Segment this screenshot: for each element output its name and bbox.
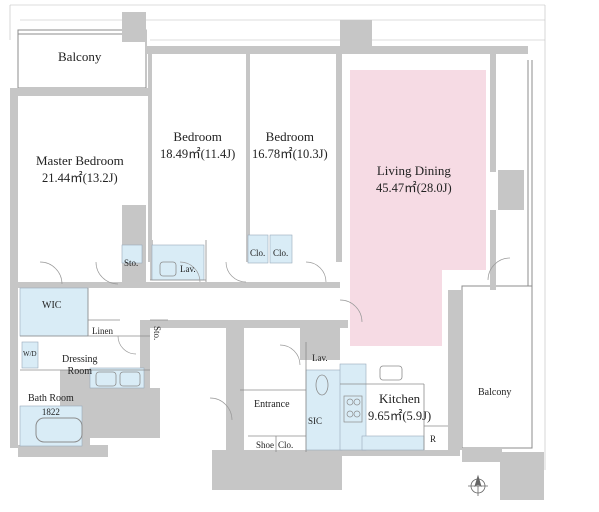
bath-room-label: Bath Room 1822 xyxy=(28,392,74,418)
sic-label: SIC xyxy=(308,416,323,426)
stove xyxy=(343,395,363,423)
room-name: Living Dining xyxy=(376,163,451,178)
kitchen-sink xyxy=(379,365,403,381)
lavatory-label-2: Lav. xyxy=(312,353,328,363)
room-area: 45.47㎡(28.0J) xyxy=(376,180,452,195)
living-dining-fill xyxy=(350,70,486,346)
balcony-top-label: Balcony xyxy=(58,48,101,66)
room-name: Master Bedroom xyxy=(36,153,124,168)
closet-label-1: Clo. xyxy=(250,248,266,258)
wic-label: WIC xyxy=(42,300,62,311)
closet-label-2: Clo. xyxy=(273,248,289,258)
compass-icon xyxy=(468,474,488,496)
closet-label-entrance: Clo. xyxy=(278,440,294,450)
balcony-right-label: Balcony xyxy=(478,386,511,400)
room-area: 16.78㎡(10.3J) xyxy=(252,146,328,161)
storage-label-2: Sto. xyxy=(152,326,162,341)
sinks xyxy=(95,261,329,396)
room-size: 1822 xyxy=(41,406,60,417)
room-name: Balcony xyxy=(478,387,512,398)
living-dining-label: Living Dining 45.47㎡(28.0J) xyxy=(376,162,452,196)
dressing-room-label: Dressing Room xyxy=(62,342,98,378)
master-bedroom-label: Master Bedroom 21.44㎡(13.2J) xyxy=(36,152,124,186)
linen-label: Linen xyxy=(92,326,113,336)
interior-lines xyxy=(20,240,448,452)
lavatory-label-1: Lav. xyxy=(180,264,196,274)
room-name: Kitchen xyxy=(379,391,421,406)
room-name: Bedroom xyxy=(173,129,222,144)
storage-label-1: Sto. xyxy=(124,258,139,268)
bedroom-1-label: Bedroom 18.49㎡(11.4J) xyxy=(160,128,235,162)
door-swings xyxy=(39,257,511,421)
bedroom-2-label: Bedroom 16.78㎡(10.3J) xyxy=(252,128,328,162)
walls xyxy=(10,12,544,500)
room-name: Bath Room xyxy=(28,393,74,404)
room-area: 9.65㎡(5.9J) xyxy=(368,408,432,423)
kitchen-label: Kitchen 9.65㎡(5.9J) xyxy=(368,390,431,424)
fridge-label: R xyxy=(430,434,437,444)
room-name: Dressing Room xyxy=(62,354,98,377)
entrance-label: Entrance xyxy=(254,398,290,412)
room-name: Bedroom xyxy=(265,129,315,144)
guide-lines xyxy=(9,4,546,470)
room-area: 18.49㎡(11.4J) xyxy=(160,146,236,161)
wd-label: W/D xyxy=(23,350,37,358)
room-name: Entrance xyxy=(254,399,290,410)
shoe-label: Shoe xyxy=(256,440,274,450)
room-area: 21.44㎡(13.2J) xyxy=(42,170,118,185)
room-name: Balcony xyxy=(58,49,102,64)
bathtub xyxy=(35,417,83,443)
